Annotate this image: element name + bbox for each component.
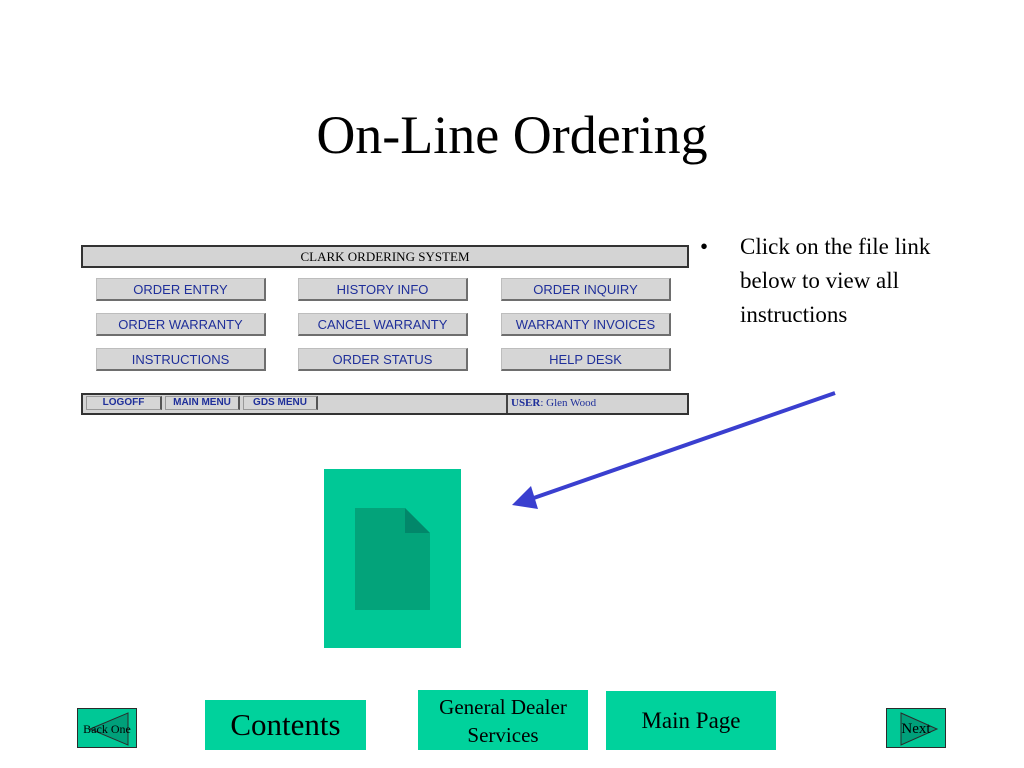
general-dealer-services-button[interactable]: General Dealer Services (418, 690, 588, 750)
main-page-button[interactable]: Main Page (606, 691, 776, 750)
system-header: CLARK ORDERING SYSTEM (81, 245, 689, 268)
order-warranty-button[interactable]: ORDER WARRANTY (96, 313, 266, 336)
next-arrow-icon (900, 712, 939, 746)
contents-button[interactable]: Contents (205, 700, 366, 750)
gds-menu-button[interactable]: GDS MENU (243, 396, 318, 410)
back-one-button[interactable]: Back One (77, 708, 137, 748)
bullet-point: • Click on the file link below to view a… (700, 230, 970, 332)
warranty-invoices-button[interactable]: WARRANTY INVOICES (501, 313, 671, 336)
user-field: USER: Glen Wood (506, 395, 687, 413)
instructions-button[interactable]: INSTRUCTIONS (96, 348, 266, 371)
file-link[interactable] (324, 469, 461, 648)
page-title: On-Line Ordering (316, 105, 708, 165)
next-label: Next (901, 721, 931, 737)
user-name: : Glen Wood (540, 397, 597, 409)
general-dealer-label-line1: General Dealer (439, 695, 567, 719)
system-footer-bar: LOGOFF MAIN MENU GDS MENU USER: Glen Woo… (81, 393, 689, 415)
bullet-text: Click on the file link below to view all… (740, 234, 931, 327)
help-desk-button[interactable]: HELP DESK (501, 348, 671, 371)
main-menu-button[interactable]: MAIN MENU (165, 396, 240, 410)
order-entry-button[interactable]: ORDER ENTRY (96, 278, 266, 301)
bullet-dot: • (700, 234, 709, 259)
logoff-button[interactable]: LOGOFF (86, 396, 162, 410)
document-icon (355, 508, 430, 610)
user-label: USER (511, 397, 541, 409)
next-button[interactable]: Next (886, 708, 946, 748)
history-info-button[interactable]: HISTORY INFO (298, 278, 468, 301)
general-dealer-label-line2: Services (467, 723, 539, 747)
back-arrow-icon (88, 712, 129, 746)
back-one-label: Back One (83, 722, 131, 736)
order-inquiry-button[interactable]: ORDER INQUIRY (501, 278, 671, 301)
order-status-button[interactable]: ORDER STATUS (298, 348, 468, 371)
cancel-warranty-button[interactable]: CANCEL WARRANTY (298, 313, 468, 336)
